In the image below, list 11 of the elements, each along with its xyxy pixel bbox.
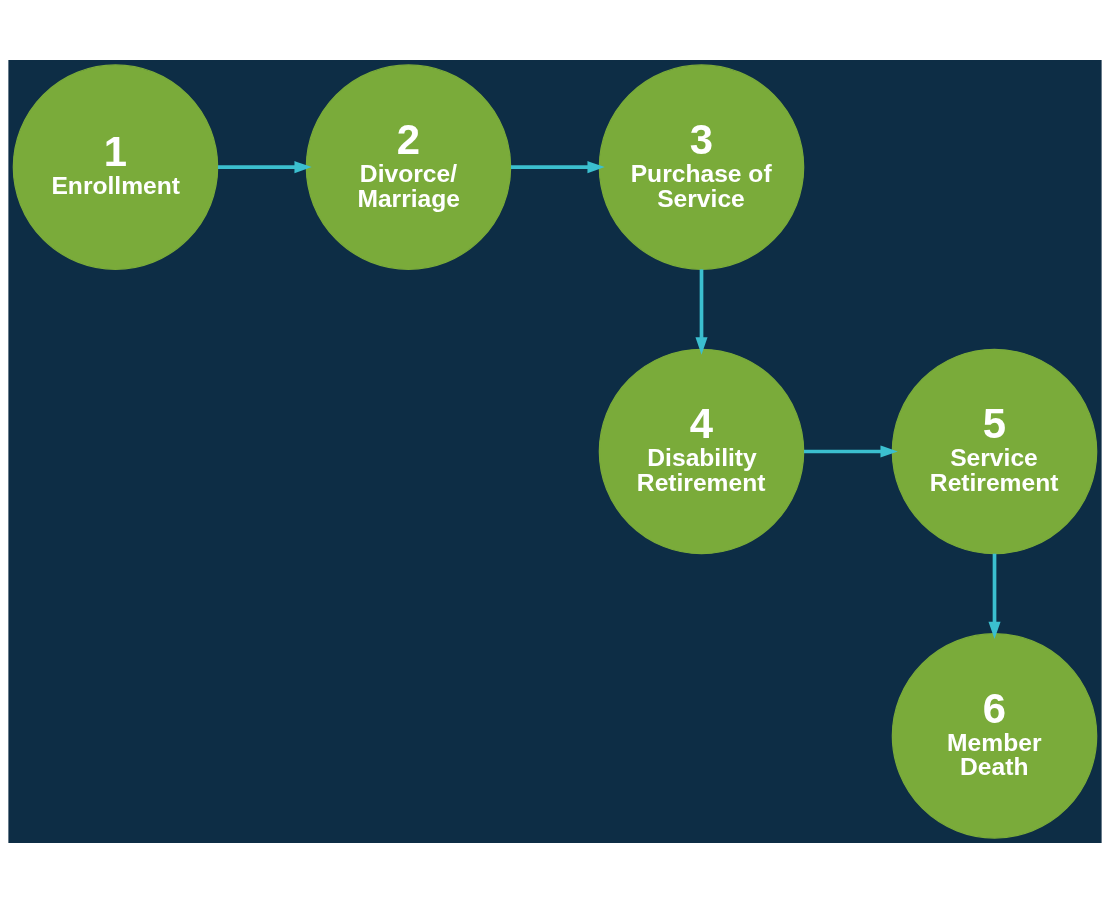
node-circle: 1 Enrollment bbox=[12, 63, 219, 270]
arrow bbox=[988, 553, 1001, 639]
arrow bbox=[803, 444, 898, 458]
node-circle: 2 Divorce/ Marriage bbox=[305, 63, 512, 270]
arrow bbox=[217, 160, 312, 173]
node-circle: 3 Purchase of Service bbox=[598, 63, 805, 270]
node-circle: 5 Service Retirement bbox=[891, 348, 1098, 554]
node-circle: 6 Member Death bbox=[891, 632, 1098, 839]
node-circle: 4 Disability Retirement bbox=[598, 348, 805, 554]
arrow bbox=[510, 160, 605, 173]
arrow bbox=[695, 268, 708, 355]
